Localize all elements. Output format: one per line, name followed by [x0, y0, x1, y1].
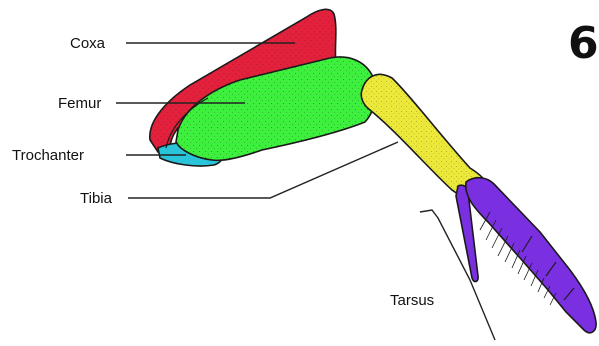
figure-number: 6	[568, 18, 599, 69]
tibia-segment	[361, 74, 488, 197]
coxa-label: Coxa	[70, 35, 106, 52]
tarsus-bracket	[420, 210, 495, 340]
femur-segment	[166, 57, 375, 160]
tarsus-label: Tarsus	[390, 292, 434, 309]
femur-stipple	[176, 57, 375, 160]
femur-label: Femur	[58, 95, 101, 112]
tarsus-shape	[466, 178, 596, 333]
tarsus-segment	[456, 178, 596, 333]
tibia-stipple	[361, 74, 488, 197]
tibia-label: Tibia	[80, 190, 113, 207]
trochanter-label: Trochanter	[12, 147, 84, 164]
